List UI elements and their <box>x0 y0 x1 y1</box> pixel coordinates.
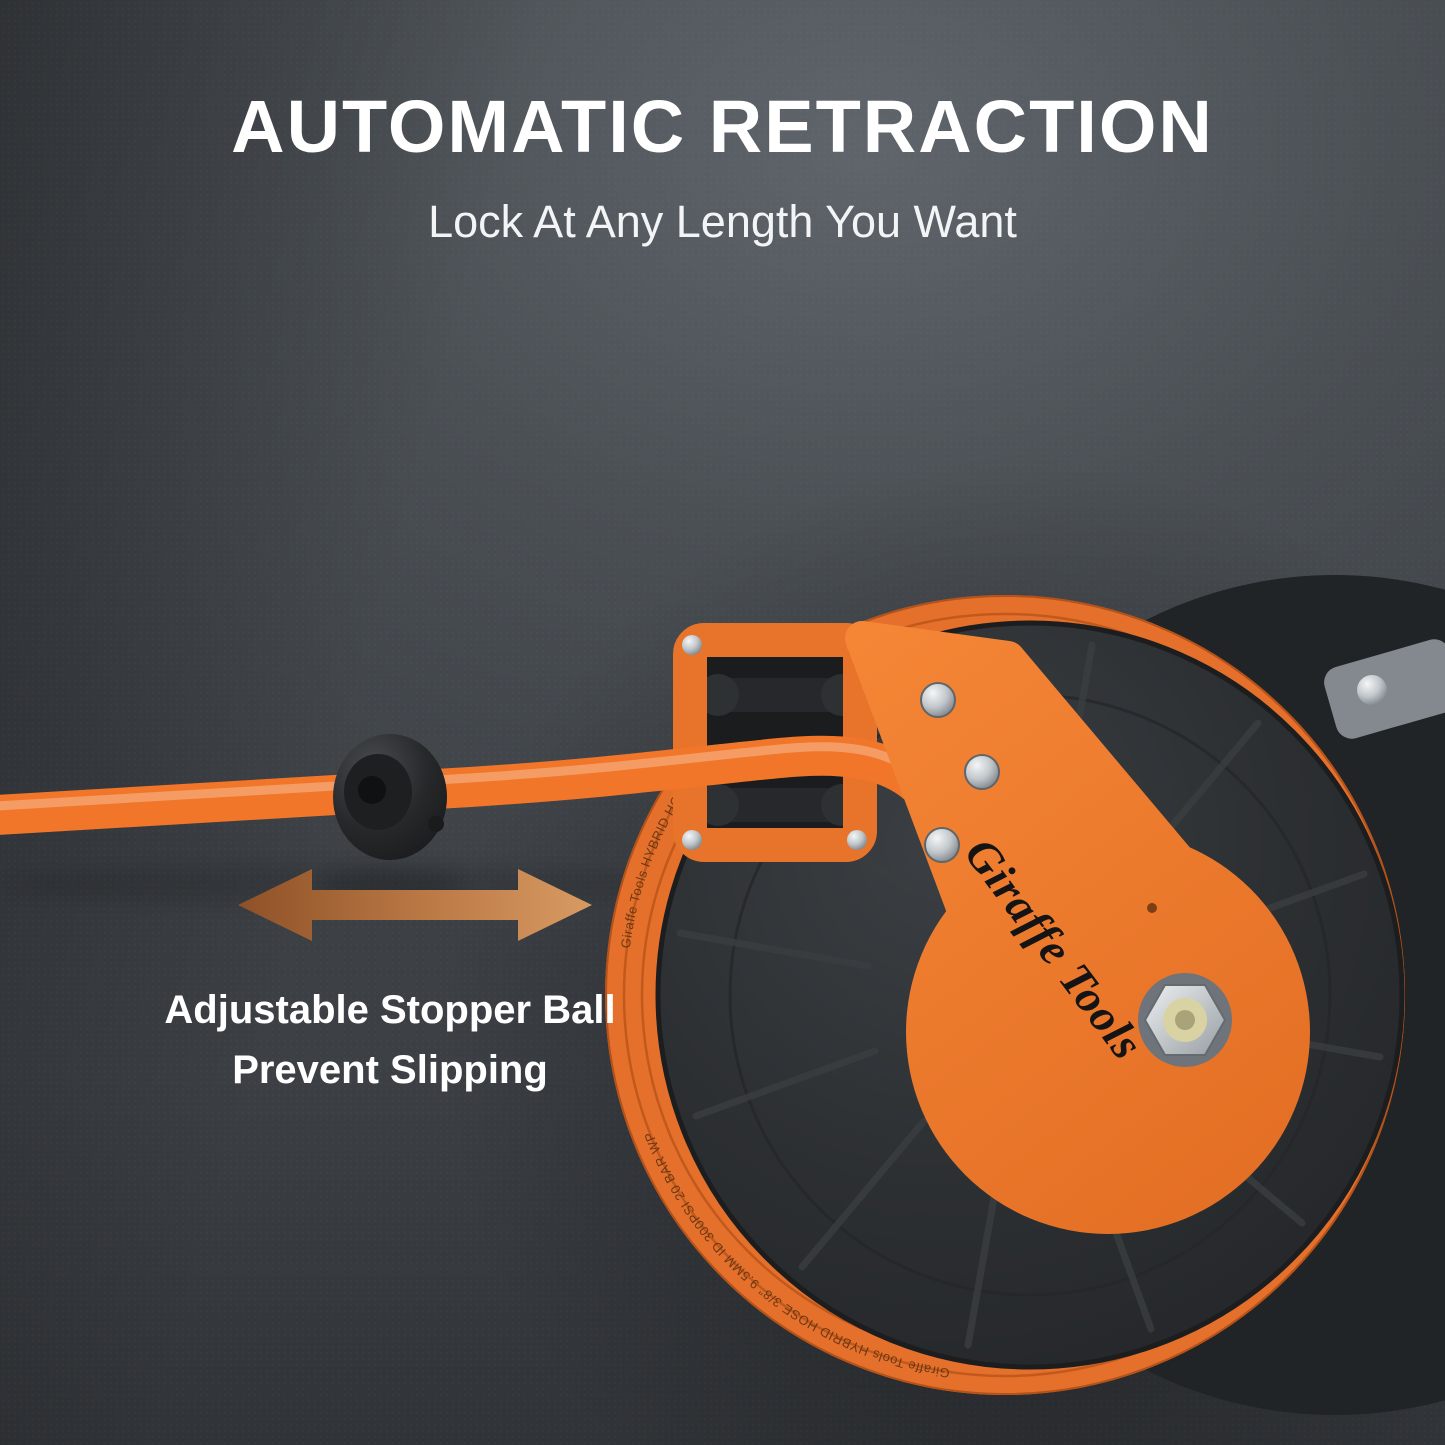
roller-knob <box>697 674 739 716</box>
arm-hub-cover <box>906 830 1310 1234</box>
arm-bolt-icon <box>924 827 960 863</box>
screw-icon <box>682 635 702 655</box>
annotation-line-2: Prevent Slipping <box>232 1048 548 1092</box>
arm-bolt-icon <box>964 754 1000 790</box>
screw-icon <box>682 830 702 850</box>
screw-icon <box>847 830 867 850</box>
stopper-ball <box>333 734 447 860</box>
stopper-annotation: Adjustable Stopper Ball Prevent Slipping <box>110 980 670 1100</box>
mount-bolt-icon <box>1357 675 1387 705</box>
header: AUTOMATIC RETRACTION Lock At Any Length … <box>0 84 1445 248</box>
mounting-arm: Giraffe Tools <box>845 621 1310 1234</box>
axle-nut <box>1138 973 1232 1067</box>
arm-pin-hole <box>1147 903 1157 913</box>
headline: AUTOMATIC RETRACTION <box>231 85 1214 168</box>
ball-set-screw <box>428 816 444 832</box>
mount-bracket <box>1324 639 1445 739</box>
subheadline: Lock At Any Length You Want <box>428 196 1017 247</box>
mount-plate <box>1324 639 1445 739</box>
double-arrow-icon <box>238 869 592 941</box>
annotation-line-1: Adjustable Stopper Ball <box>164 988 616 1032</box>
roller-knob <box>697 784 739 826</box>
arm-bolt-icon <box>920 682 956 718</box>
hose-guide-bracket <box>673 623 877 862</box>
